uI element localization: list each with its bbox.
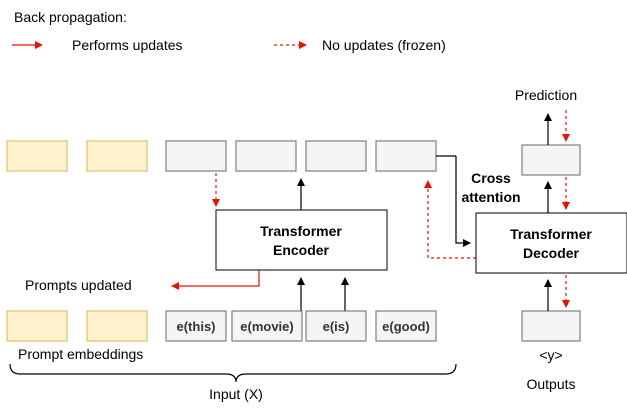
target-token-label: <y> bbox=[539, 347, 562, 363]
legend-title: Back propagation: bbox=[14, 9, 127, 25]
input-token-label-3: e(is) bbox=[323, 319, 350, 334]
input-token-label-4: e(good) bbox=[382, 319, 430, 334]
decoder-input-box bbox=[521, 310, 581, 342]
input-token-label-2: e(movie) bbox=[240, 319, 293, 334]
frozen-arrow-to-encoder-output bbox=[424, 180, 476, 259]
prompt-embedding-box-2 bbox=[86, 310, 148, 342]
prompt-output-box-1 bbox=[6, 140, 68, 172]
prompt-output-box-2 bbox=[86, 140, 148, 172]
cross-attention-label-line1: Cross bbox=[471, 170, 511, 186]
decoder-output-box bbox=[521, 144, 581, 176]
input-label: Input (X) bbox=[209, 386, 263, 402]
input-token-box-1 bbox=[165, 310, 227, 342]
legend-updates-label: Performs updates bbox=[72, 37, 183, 53]
prompts-updated-arrow bbox=[171, 270, 260, 290]
input-token-box-3 bbox=[305, 310, 367, 342]
cross-attention-label-line2: attention bbox=[461, 189, 520, 205]
prompts-updated-label: Prompts updated bbox=[25, 277, 132, 293]
decoder-label-line2: Decoder bbox=[523, 245, 580, 261]
transformer-decoder-box bbox=[475, 212, 627, 274]
prediction-label: Prediction bbox=[515, 87, 577, 103]
transformer-encoder-box bbox=[215, 209, 388, 271]
decoder-label-line1: Transformer bbox=[510, 226, 592, 242]
token-output-box-4 bbox=[375, 140, 437, 172]
token-output-box-3 bbox=[305, 140, 367, 172]
prompt-embeddings-label: Prompt embeddings bbox=[18, 346, 143, 362]
token-output-box-1 bbox=[165, 140, 227, 172]
legend-frozen-label: No updates (frozen) bbox=[322, 37, 446, 53]
outputs-label: Outputs bbox=[526, 376, 575, 392]
input-token-box-2 bbox=[231, 310, 303, 342]
input-brace bbox=[9, 363, 457, 383]
token-output-box-2 bbox=[235, 140, 297, 172]
input-token-box-4 bbox=[375, 310, 437, 342]
prompt-embedding-box-1 bbox=[6, 310, 68, 342]
input-token-label-1: e(this) bbox=[177, 319, 216, 334]
encoder-label-line2: Encoder bbox=[273, 242, 330, 258]
encoder-label-line1: Transformer bbox=[260, 223, 342, 239]
cross-attention-arrow bbox=[455, 156, 471, 247]
